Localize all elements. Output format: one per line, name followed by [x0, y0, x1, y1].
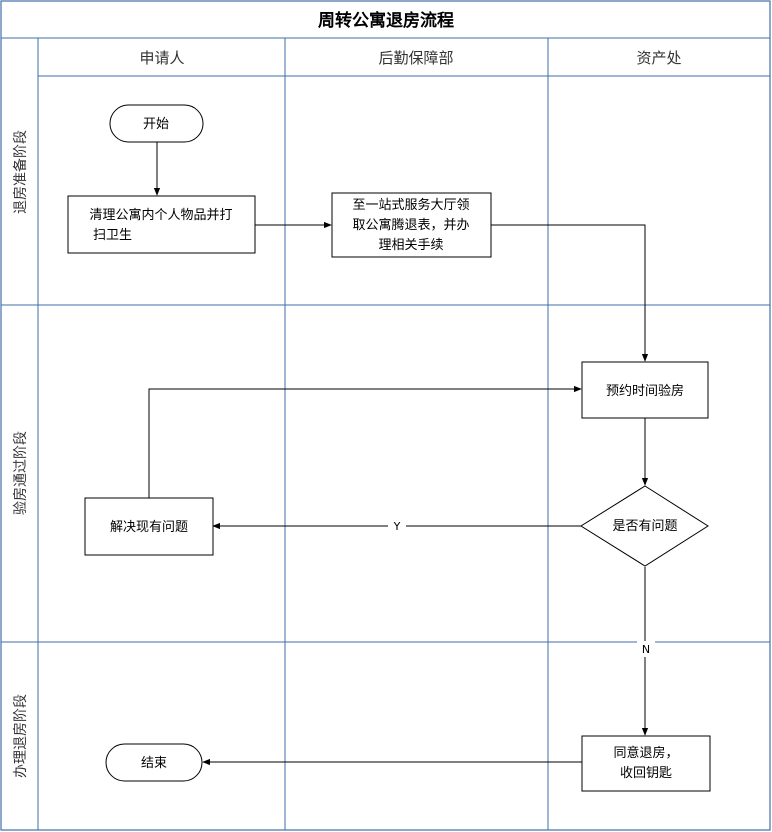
appointment-node — [581, 361, 709, 419]
lane-header-applicant: 申请人 — [139, 49, 184, 67]
start-node — [109, 104, 204, 143]
clean-room-label-line1: 清理公寓内个人物品并打 — [89, 207, 232, 223]
vacate-form-label-line2: 取公寓腾退表，并办 — [352, 217, 469, 233]
clean-room-label-line2: 扫卫生 — [93, 228, 132, 243]
appointment-label: 预约时间验房 — [606, 383, 684, 399]
issue-decision-label: 是否有问题 — [612, 519, 677, 534]
agree-checkout-node — [581, 735, 711, 792]
lane-header-logistics: 后勤保障部 — [378, 49, 453, 67]
edge-label-yes-bg — [388, 518, 406, 534]
diagram-title: 周转公寓退房流程 — [318, 10, 454, 31]
vacate-form-label-line1: 至一站式服务大厅领 — [352, 197, 469, 213]
edge-label-no-bg — [637, 641, 655, 657]
agree-checkout-label-line1: 同意退房， — [613, 745, 678, 761]
start-node-label: 开始 — [143, 117, 169, 132]
arrow-form-to-appoint — [491, 224, 649, 362]
agree-checkout-label-line2: 收回钥匙 — [620, 766, 672, 781]
stage-label-prepare: 退房准备阶段 — [12, 130, 29, 214]
stage-label-inspection: 验房通过阶段 — [13, 431, 29, 515]
edge-label-yes: Y — [393, 520, 401, 533]
arrow-resolve-to-appoint — [148, 385, 582, 498]
end-node-label: 结束 — [141, 756, 167, 771]
issue-decision-node — [580, 485, 709, 567]
resolve-issues-label: 解决现有问题 — [110, 520, 188, 535]
lane-header-assets: 资产处 — [636, 49, 681, 67]
clean-room-node — [67, 195, 256, 254]
resolve-issues-node — [84, 497, 214, 556]
end-node — [105, 743, 203, 782]
stage-label-checkout: 办理退房阶段 — [13, 694, 29, 778]
vacate-form-node — [331, 192, 492, 258]
edge-label-no: N — [642, 643, 650, 656]
vacate-form-label-line3: 理相关手续 — [378, 238, 443, 253]
